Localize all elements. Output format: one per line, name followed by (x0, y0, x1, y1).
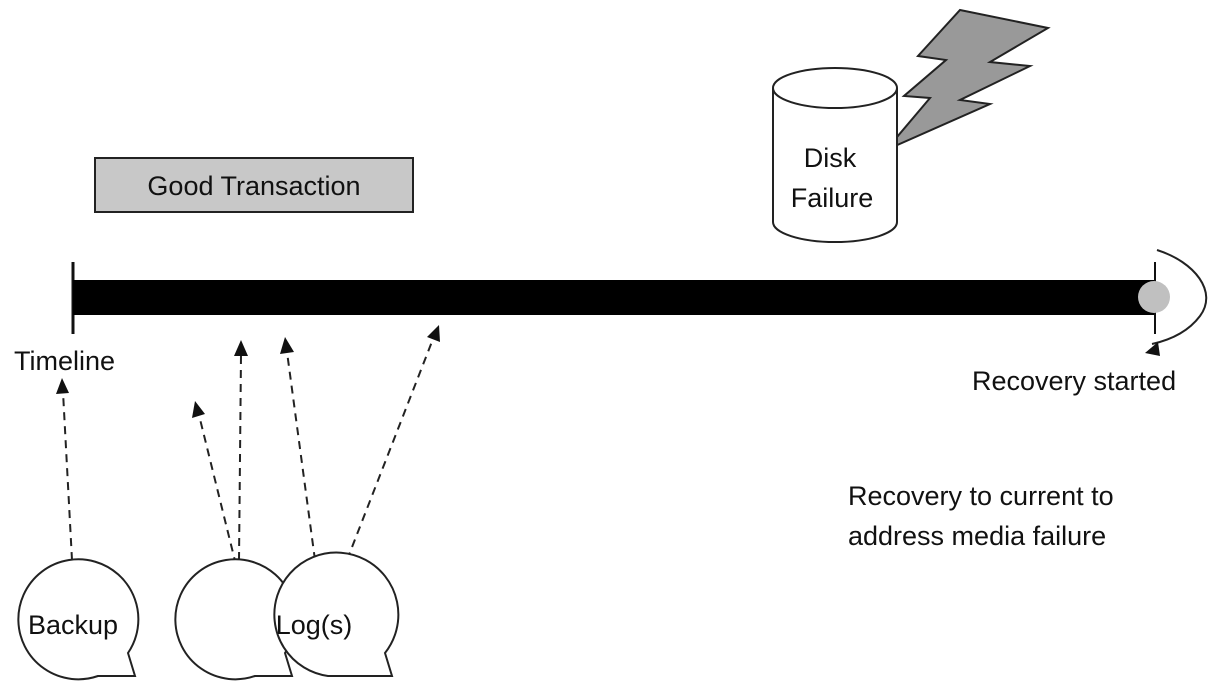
log-arrows (192, 325, 440, 566)
logs-label: Log(s) (276, 610, 353, 640)
disk-label-line1: Disk (804, 143, 857, 173)
recovery-note-line1: Recovery to current to (848, 481, 1114, 511)
recovery-arrow (1145, 249, 1208, 356)
recovery-note-line2: address media failure (848, 521, 1106, 551)
disk-label-line2: Failure (791, 183, 874, 213)
timeline-label: Timeline (14, 346, 115, 376)
disk-cylinder-icon: Disk Failure (772, 67, 898, 243)
backup-label: Backup (28, 610, 118, 640)
good-transaction-box: Good Transaction (94, 157, 414, 213)
log-tape-icon: Log(s) (174, 551, 400, 681)
timeline-bar (71, 262, 1170, 334)
recovery-start-marker (1138, 281, 1170, 313)
good-transaction-label: Good Transaction (147, 171, 360, 201)
lightning-bolt-icon (885, 8, 1051, 151)
backup-arrow (56, 378, 73, 561)
recovery-started-label: Recovery started (972, 366, 1176, 396)
backup-tape-icon: Backup (17, 558, 140, 681)
